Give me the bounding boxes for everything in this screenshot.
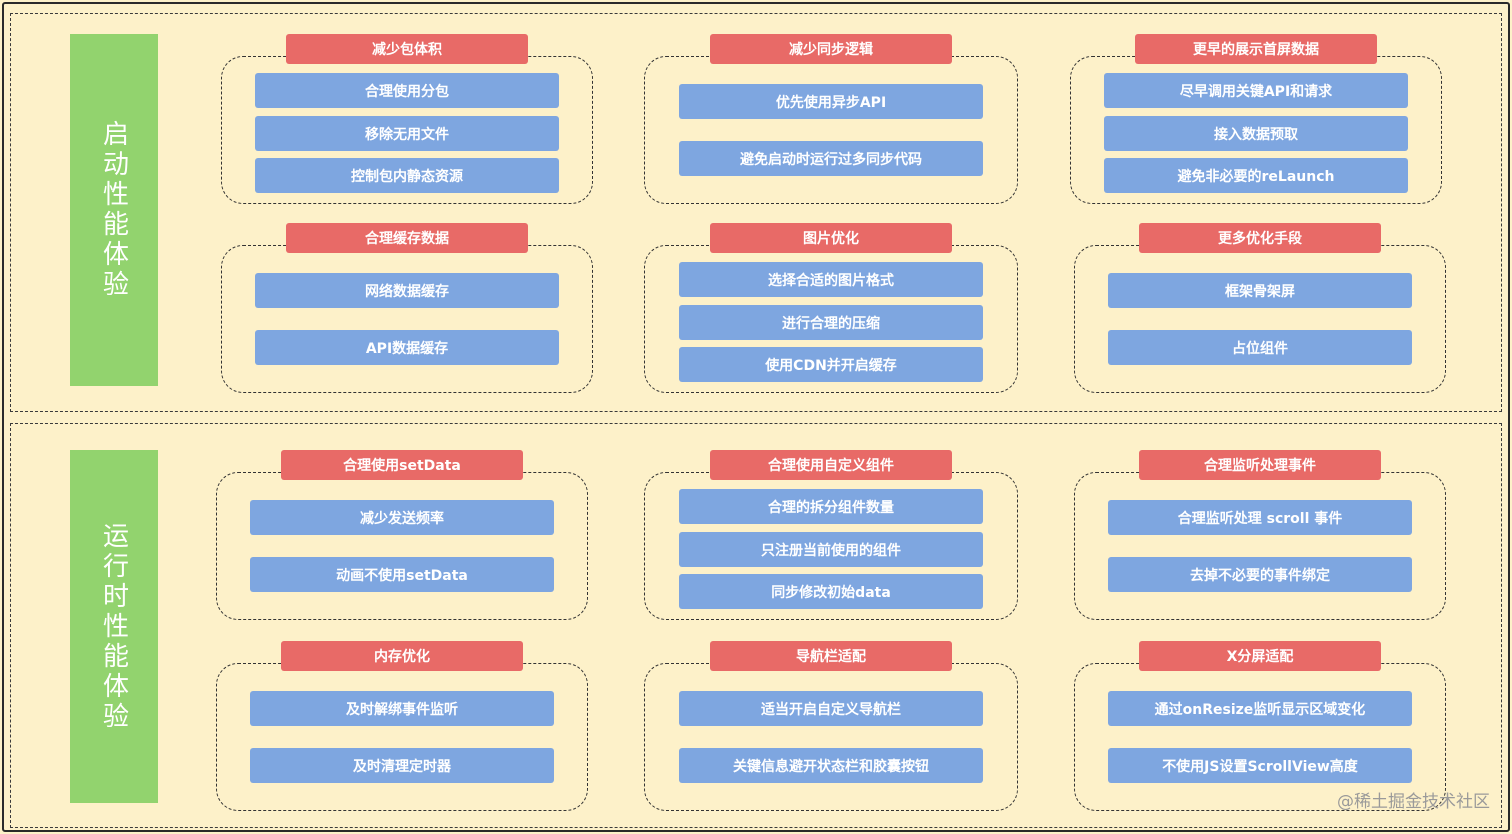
group-more-optimizations: 更多优化手段 框架骨架屏 占位组件 bbox=[1074, 223, 1446, 393]
group-title: 减少包体积 bbox=[286, 34, 528, 64]
group-title: 更多优化手段 bbox=[1139, 223, 1381, 253]
group-navbar-adaptation: 导航栏适配 适当开启自定义导航栏 关键信息避开状态栏和胶囊按钮 bbox=[644, 641, 1018, 811]
group-title: 合理使用自定义组件 bbox=[710, 450, 952, 480]
group-item: 关键信息避开状态栏和胶囊按钮 bbox=[679, 748, 983, 783]
group-item: 只注册当前使用的组件 bbox=[679, 532, 983, 567]
group-title: 图片优化 bbox=[710, 223, 952, 253]
group-event-listeners: 合理监听处理事件 合理监听处理 scroll 事件 去掉不必要的事件绑定 bbox=[1074, 450, 1446, 620]
group-image-optimization: 图片优化 选择合适的图片格式 进行合理的压缩 使用CDN并开启缓存 bbox=[644, 223, 1018, 393]
group-item: 尽早调用关键API和请求 bbox=[1104, 73, 1408, 108]
section-startup-label: 启动性能体验 bbox=[70, 34, 158, 386]
group-item: 选择合适的图片格式 bbox=[679, 262, 983, 297]
group-memory-optimization: 内存优化 及时解绑事件监听 及时清理定时器 bbox=[216, 641, 588, 811]
group-box bbox=[644, 56, 1018, 204]
group-item: 占位组件 bbox=[1108, 330, 1412, 365]
group-item: 合理监听处理 scroll 事件 bbox=[1108, 500, 1412, 535]
group-cache-data: 合理缓存数据 网络数据缓存 API数据缓存 bbox=[221, 223, 593, 393]
group-item: 优先使用异步API bbox=[679, 84, 983, 119]
section-runtime-label: 运行时性能体验 bbox=[70, 450, 158, 803]
group-box bbox=[221, 245, 593, 393]
group-item: 避免非必要的reLaunch bbox=[1104, 158, 1408, 193]
section-runtime bbox=[10, 423, 1502, 828]
group-box bbox=[644, 663, 1018, 811]
group-box bbox=[216, 663, 588, 811]
group-item: 框架骨架屏 bbox=[1108, 273, 1412, 308]
group-item: 动画不使用setData bbox=[250, 557, 554, 592]
group-item: 进行合理的压缩 bbox=[679, 305, 983, 340]
group-item: 及时清理定时器 bbox=[250, 748, 554, 783]
group-box bbox=[216, 472, 588, 620]
group-title: 合理监听处理事件 bbox=[1139, 450, 1381, 480]
group-item: 及时解绑事件监听 bbox=[250, 691, 554, 726]
group-item: 不使用JS设置ScrollView高度 bbox=[1108, 748, 1412, 783]
group-title: 合理缓存数据 bbox=[286, 223, 528, 253]
section-runtime-title: 运行时性能体验 bbox=[98, 521, 129, 732]
group-title: 导航栏适配 bbox=[710, 641, 952, 671]
group-item: 去掉不必要的事件绑定 bbox=[1108, 557, 1412, 592]
group-title: 更早的展示首屏数据 bbox=[1135, 34, 1377, 64]
group-item: 合理使用分包 bbox=[255, 73, 559, 108]
group-custom-components: 合理使用自定义组件 合理的拆分组件数量 只注册当前使用的组件 同步修改初始dat… bbox=[644, 450, 1018, 620]
watermark-text: @稀土掘金技术社区 bbox=[1337, 792, 1490, 812]
group-item: 适当开启自定义导航栏 bbox=[679, 691, 983, 726]
group-title: 内存优化 bbox=[281, 641, 523, 671]
group-item: 减少发送频率 bbox=[250, 500, 554, 535]
group-reduce-package-size: 减少包体积 合理使用分包 移除无用文件 控制包内静态资源 bbox=[221, 34, 593, 204]
group-item: 接入数据预取 bbox=[1104, 116, 1408, 151]
group-early-first-screen: 更早的展示首屏数据 尽早调用关键API和请求 接入数据预取 避免非必要的reLa… bbox=[1070, 34, 1442, 204]
group-item: 网络数据缓存 bbox=[255, 273, 559, 308]
group-item: 控制包内静态资源 bbox=[255, 158, 559, 193]
group-item: 移除无用文件 bbox=[255, 116, 559, 151]
group-item: 合理的拆分组件数量 bbox=[679, 489, 983, 524]
group-item: 避免启动时运行过多同步代码 bbox=[679, 141, 983, 176]
group-item: 通过onResize监听显示区域变化 bbox=[1108, 691, 1412, 726]
group-title: 合理使用setData bbox=[281, 450, 523, 480]
group-box bbox=[1074, 472, 1446, 620]
section-startup-title: 启动性能体验 bbox=[98, 120, 129, 300]
group-item: 使用CDN并开启缓存 bbox=[679, 347, 983, 382]
group-item: API数据缓存 bbox=[255, 330, 559, 365]
section-startup bbox=[10, 13, 1502, 412]
group-split-screen-adaptation: X分屏适配 通过onResize监听显示区域变化 不使用JS设置ScrollVi… bbox=[1074, 641, 1446, 811]
group-reduce-sync-logic: 减少同步逻辑 优先使用异步API 避免启动时运行过多同步代码 bbox=[644, 34, 1018, 204]
group-box bbox=[1074, 245, 1446, 393]
group-title: X分屏适配 bbox=[1139, 641, 1381, 671]
group-item: 同步修改初始data bbox=[679, 574, 983, 609]
group-title: 减少同步逻辑 bbox=[710, 34, 952, 64]
group-setdata-usage: 合理使用setData 减少发送频率 动画不使用setData bbox=[216, 450, 588, 620]
